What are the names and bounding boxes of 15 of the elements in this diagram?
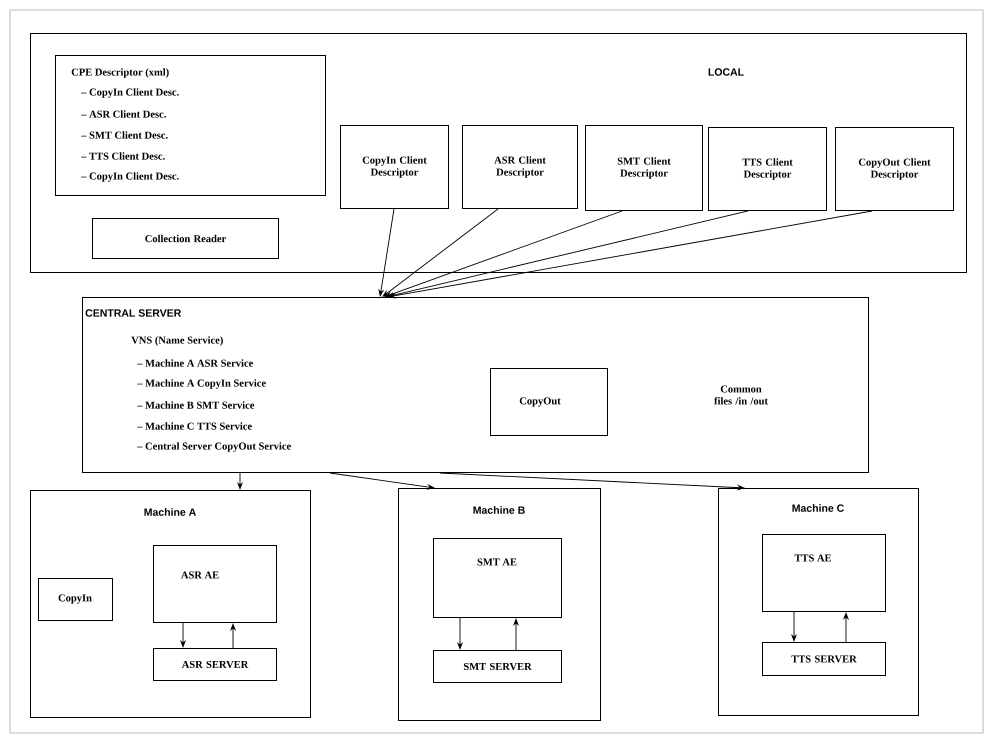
component-box: CopyIn xyxy=(38,578,113,621)
component-box: CPE Descriptor (xml) – CopyIn Client Desc. – ASR Client Desc. – SMT Client Desc. – TTS Client Desc. – CopyIn Client Desc. xyxy=(55,55,326,196)
component-box: ASR AE xyxy=(153,545,277,623)
component-box: ASR SERVER xyxy=(153,648,277,681)
component-box: TTS AE xyxy=(762,534,886,612)
component-box: CopyOut Client Descriptor xyxy=(835,127,954,211)
component-box: SMT Client Descriptor xyxy=(585,125,703,211)
component-box: CopyIn Client Descriptor xyxy=(340,125,449,209)
component-box: Collection Reader xyxy=(92,218,279,259)
component-box: CopyOut xyxy=(490,368,608,436)
component-box: SMT AE xyxy=(433,538,562,618)
component-box: TTS SERVER xyxy=(762,642,886,676)
component-box: SMT SERVER xyxy=(433,650,562,683)
component-box: TTS Client Descriptor xyxy=(708,127,827,211)
component-box: ASR Client Descriptor xyxy=(462,125,578,209)
